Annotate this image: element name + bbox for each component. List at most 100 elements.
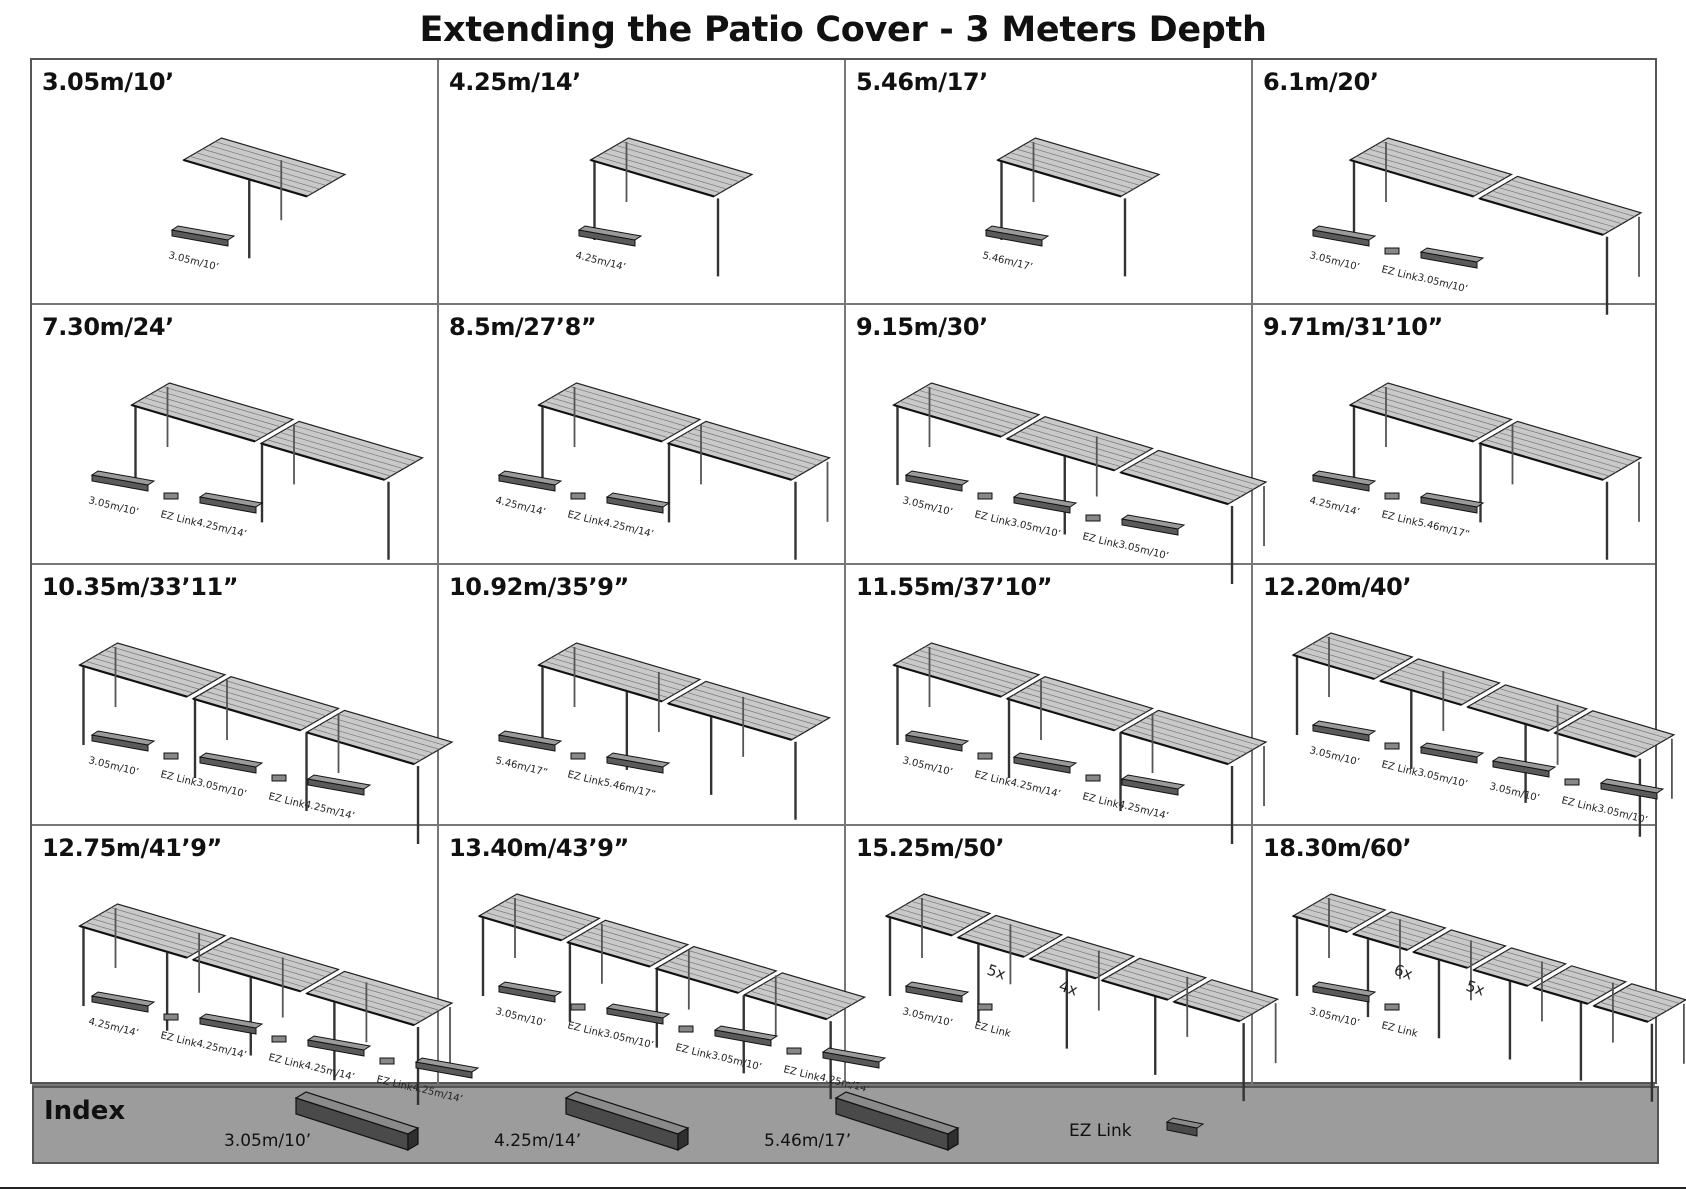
index-label-5-46: 5.46m/17’: [764, 1131, 852, 1151]
ez-link-box: [163, 1013, 179, 1021]
config-cell: 3.05m/10’ 3.05m/10’: [32, 60, 439, 305]
ez-link-label: EZ Link: [782, 1064, 821, 1084]
index-title: Index: [44, 1096, 126, 1126]
kit-box: [90, 730, 156, 752]
kit-label: 4.25m/14’: [574, 250, 626, 273]
kit-box: [414, 1057, 480, 1079]
multiplier-label: 6x: [1392, 961, 1415, 984]
kit-box: [1419, 492, 1485, 514]
ez-link-label: EZ Link: [267, 791, 306, 811]
kit-box: [1311, 470, 1377, 492]
cover-posts: [593, 142, 720, 277]
ez-link-box: [379, 1057, 395, 1065]
ez-link-box: [977, 1003, 993, 1011]
kit-box: [577, 225, 643, 247]
ez-link-label: EZ Link: [566, 509, 605, 529]
kit-box: [198, 492, 264, 514]
cover-roof: [995, 137, 1161, 198]
kit-label: 3.05m/10’: [1308, 250, 1360, 273]
ez-link-box: [678, 1025, 694, 1033]
cover-roof: [1291, 893, 1686, 1023]
kit-label: 3.05m/10’: [1416, 272, 1468, 295]
ez-link-box: [163, 752, 179, 760]
ez-link-box: [1384, 742, 1400, 750]
cover-roof: [536, 382, 832, 481]
index-kit-5-46: [834, 1091, 960, 1152]
cover-posts: [1352, 142, 1640, 315]
config-length-label: 9.15m/30’: [856, 313, 988, 341]
cover-posts: [1295, 637, 1673, 837]
kit-label: 4.25m/14’: [494, 495, 546, 518]
kit-box: [1491, 756, 1557, 778]
ez-link-box: [271, 1035, 287, 1043]
cover-posts: [82, 647, 420, 845]
kit-label: 3.05m/10’: [901, 495, 953, 518]
kit-box: [1012, 752, 1078, 774]
ez-link-label: EZ Link: [159, 769, 198, 789]
index-ez-link-icon: [1165, 1117, 1205, 1137]
kit-box: [1311, 981, 1377, 1003]
kit-box: [1311, 720, 1377, 742]
page-title: Extending the Patio Cover - 3 Meters Dep…: [419, 10, 1267, 50]
kit-label: 4.25m/14’: [87, 1016, 139, 1039]
kit-box: [497, 470, 563, 492]
config-length-label: 15.25m/50’: [856, 834, 1005, 862]
kit-box: [904, 470, 970, 492]
kit-label: 3.05m/10’: [1117, 539, 1169, 562]
ez-link-box: [786, 1047, 802, 1055]
config-length-label: 12.75m/41’9”: [42, 834, 222, 862]
kit-box: [170, 225, 236, 247]
config-length-label: 13.40m/43’9”: [449, 834, 629, 862]
config-length-label: 3.05m/10’: [42, 68, 174, 96]
cover-posts: [248, 160, 283, 259]
cover-roof: [536, 642, 832, 741]
config-length-label: 9.71m/31’10”: [1263, 313, 1443, 341]
cover-roof: [1348, 137, 1643, 236]
cover-posts: [1000, 142, 1127, 277]
kit-label: 4.25m/14’: [303, 1060, 355, 1083]
cover-posts: [541, 387, 829, 560]
config-length-label: 10.92m/35’9”: [449, 573, 629, 601]
kit-label: 5.46m/17”: [1416, 517, 1470, 541]
kit-box: [1120, 774, 1186, 796]
kit-label: 3.05m/10’: [87, 495, 139, 518]
ez-link-label: EZ Link: [1380, 1020, 1419, 1040]
config-length-label: 18.30m/60’: [1263, 834, 1412, 862]
ez-link-box: [1085, 514, 1101, 522]
kit-box: [497, 730, 563, 752]
kit-label: 3.05m/10’: [167, 250, 219, 273]
ez-link-label: EZ Link: [1081, 791, 1120, 811]
kit-label: 4.25m/14’: [1009, 777, 1061, 800]
ez-link-box: [1384, 1003, 1400, 1011]
kit-label: 3.05m/10’: [1308, 1006, 1360, 1029]
index-label-3-05: 3.05m/10’: [224, 1131, 312, 1151]
ez-link-box: [1564, 778, 1580, 786]
kit-box: [306, 1035, 372, 1057]
ez-link-box: [1384, 247, 1400, 255]
multiplier-label: 5x: [985, 961, 1008, 984]
ez-link-label: EZ Link: [973, 509, 1012, 529]
kit-label: 3.05m/10’: [195, 777, 247, 800]
kit-label: 4.25m/14’: [1308, 495, 1360, 518]
kit-label: 4.25m/14’: [195, 517, 247, 540]
ez-link-label: EZ Link: [566, 1020, 605, 1040]
config-length-label: 10.35m/33’11”: [42, 573, 239, 601]
kit-box: [198, 752, 264, 774]
cover-posts: [888, 898, 1277, 1102]
ez-link-box: [570, 752, 586, 760]
config-illustration: 3.05m/10’: [167, 137, 347, 273]
